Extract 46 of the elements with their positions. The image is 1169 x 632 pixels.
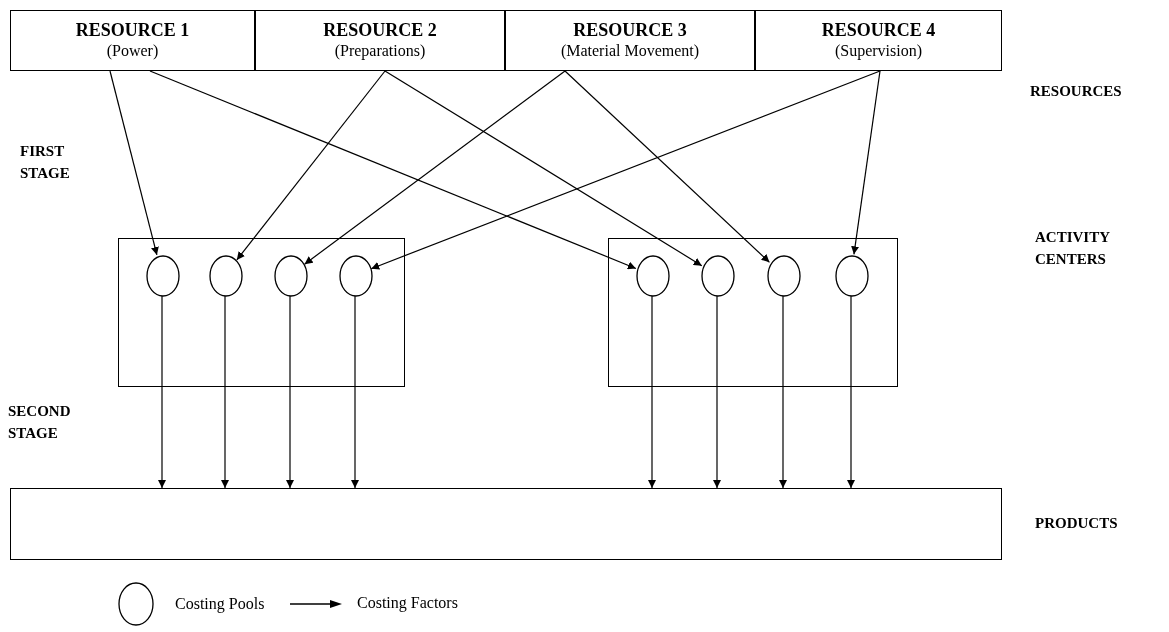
resource-subtitle: (Supervision) [834,41,923,61]
activity-center-box [608,238,898,387]
cost-pool-circle [767,255,801,297]
arrow [384,70,703,267]
cost-pool-circle [146,255,180,297]
stage-label: ACTIVITY CENTERS [1035,228,1111,269]
resource-box [10,10,255,71]
cost-pool-circle [209,255,243,297]
resource-box [255,10,505,71]
resource-box [755,10,1002,71]
stage-label: PRODUCTS [1035,514,1119,533]
arrow [149,70,637,270]
arrow [847,295,855,489]
arrow [370,70,881,270]
stage-label: RESOURCES [1030,82,1123,101]
cost-pool-circle [701,255,735,297]
arrow [158,295,166,489]
cost-pool-circle [274,255,308,297]
arrow [648,295,656,489]
resource-title: RESOURCE 4 [821,20,936,41]
arrow [779,295,787,489]
arrow [564,70,771,263]
resource-subtitle: (Preparations) [334,41,426,61]
arrow [713,295,721,489]
resource-box [505,10,755,71]
arrow [351,295,359,489]
arrow [236,70,386,261]
legend-text: Costing Factors [357,594,458,612]
cost-pool-circle [835,255,869,297]
arrow [303,70,566,265]
resource-title: RESOURCE 2 [323,20,437,41]
resource-title: RESOURCE 3 [573,20,687,41]
legend-text: Costing Pools [175,595,265,613]
resource-subtitle: (Material Movement) [560,41,700,61]
activity-center-box [118,238,405,387]
arrow [286,295,294,489]
resource-title: RESOURCE 1 [75,20,190,41]
stage-label: SECOND STAGE [8,402,72,443]
resource-subtitle: (Power) [106,41,159,61]
arrow [221,295,229,489]
arrow [109,70,159,256]
stage-label: FIRST STAGE [20,142,71,183]
arrow [851,70,881,255]
cost-pool-circle [339,255,373,297]
products-box [10,488,1002,560]
cost-pool-circle [636,255,670,297]
